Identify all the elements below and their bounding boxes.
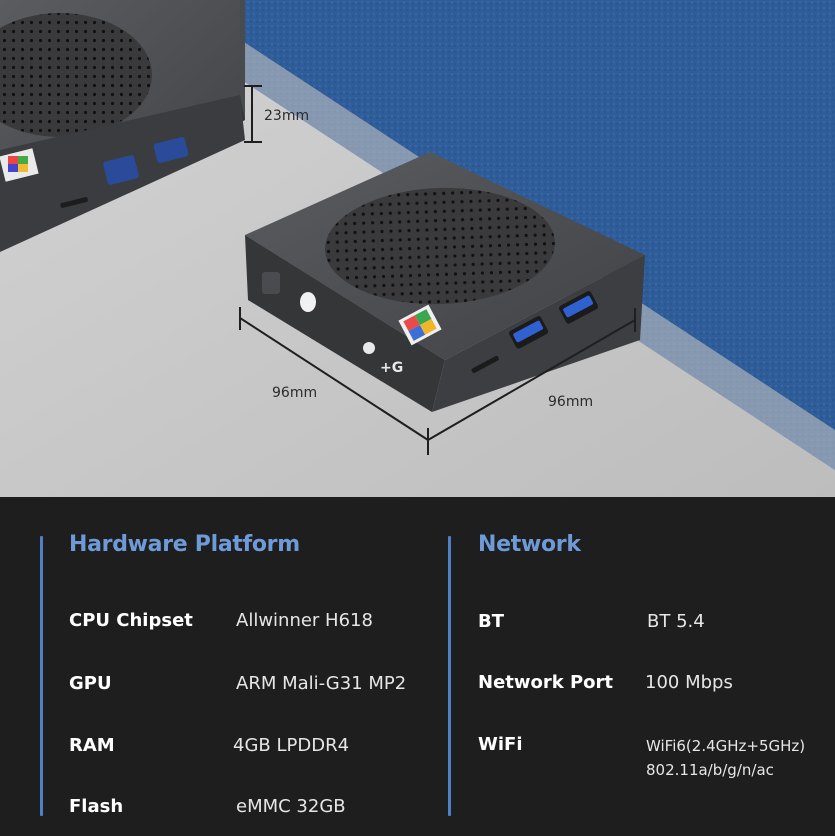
- footprint-dimension: [239, 307, 636, 455]
- depth-label: 96mm: [272, 385, 318, 401]
- spec-value-wifi: WiFi6(2.4GHz+5GHz) 802.11a/b/g/n/ac: [646, 734, 805, 782]
- product-hero: +G: [0, 0, 835, 497]
- height-dimension: [244, 85, 262, 143]
- spec-key-network-port: Network Port: [478, 672, 614, 693]
- spec-key-cpu: CPU Chipset: [69, 610, 193, 631]
- spec-value-gpu: ARM Mali-G31 MP2: [236, 673, 407, 694]
- spec-value-bt: BT 5.4: [647, 611, 705, 632]
- device-front: +G: [245, 152, 645, 412]
- width-label: 96mm: [548, 394, 594, 410]
- device-back: [0, 0, 245, 252]
- spec-key-bt: BT: [478, 611, 504, 632]
- svg-text:+G: +G: [380, 360, 403, 376]
- spec-key-gpu: GPU: [69, 673, 112, 694]
- spec-value-cpu: Allwinner H618: [236, 610, 373, 631]
- spec-key-ram: RAM: [69, 735, 115, 756]
- spec-value-ram: 4GB LPDDR4: [233, 735, 350, 756]
- spec-value-wifi-line1: WiFi6(2.4GHz+5GHz): [646, 737, 806, 755]
- height-label: 23mm: [264, 108, 310, 124]
- network-accent-bar: [448, 536, 451, 816]
- network-title: Network: [478, 532, 581, 557]
- spec-key-flash: Flash: [69, 796, 124, 817]
- spec-panel: Hardware Platform CPU Chipset Allwinner …: [0, 497, 835, 836]
- spec-value-wifi-line2: 802.11a/b/g/n/ac: [646, 761, 774, 779]
- hardware-title: Hardware Platform: [69, 532, 300, 557]
- spec-value-flash: eMMC 32GB: [236, 796, 346, 817]
- hardware-accent-bar: [40, 536, 43, 816]
- spec-value-network-port: 100 Mbps: [645, 672, 733, 693]
- spec-key-wifi: WiFi: [478, 734, 523, 755]
